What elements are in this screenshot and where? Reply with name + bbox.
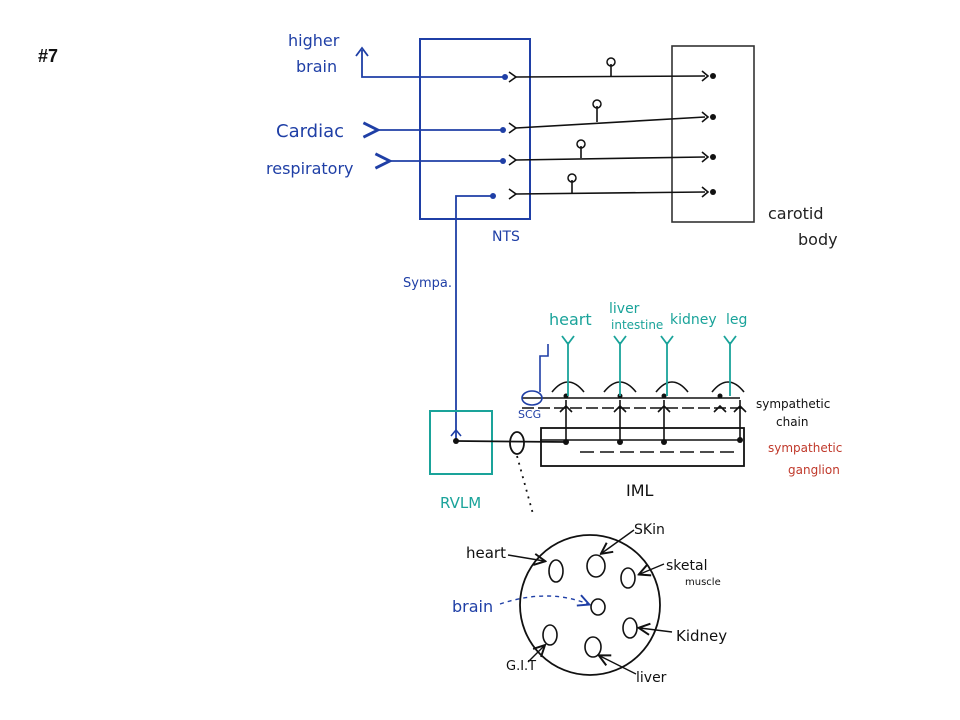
sympathetic-chain-label-1: sympathetic	[756, 397, 830, 411]
fascicle-heart	[548, 559, 564, 583]
fascicle-liver	[584, 636, 602, 658]
nts-output-dots	[490, 74, 508, 199]
circle-muscle-label: muscle	[685, 577, 721, 588]
carotid-label: carotid	[768, 204, 824, 223]
carotid-body-box: carotid body	[671, 45, 838, 249]
higher-label: higher	[288, 31, 340, 50]
nts-outputs	[355, 46, 505, 440]
rvlm-label: RVLM	[440, 494, 481, 512]
circle-kidney-label: Kidney	[676, 627, 727, 645]
rvlm-box: RVLM	[429, 410, 493, 512]
nts-box: NTS	[419, 38, 531, 245]
cardiac-label: Cardiac	[276, 121, 344, 142]
heart-organ-label: heart	[549, 310, 592, 329]
intestine-organ-label: intestine	[611, 318, 663, 332]
sympa-label: Sympa.	[403, 276, 452, 291]
liver-organ-label: liver	[609, 301, 640, 317]
iml-box: IML	[540, 427, 745, 500]
kidney-organ-label: kidney	[670, 312, 717, 328]
circle-git-label: G.I.T	[506, 659, 536, 674]
circle-liver-label: liver	[636, 670, 667, 686]
brain-top-label: brain	[296, 57, 337, 76]
circle-heart-label: heart	[466, 544, 506, 562]
fascicle-brain	[590, 598, 606, 616]
fascicle-skin	[586, 554, 606, 578]
sympathetic-ganglion-label-2: ganglion	[788, 463, 840, 477]
postganglionic-fibres	[561, 335, 737, 396]
circle-sketal-label: sketal	[666, 558, 707, 574]
afferent-dots	[567, 57, 716, 195]
circle-brain-label: brain	[452, 597, 493, 616]
sympathetic-chain-label-2: chain	[776, 415, 809, 429]
afferent-fibres	[508, 64, 710, 200]
nts-label: NTS	[492, 229, 520, 245]
fascicle-kidney	[622, 617, 638, 639]
scg-label: SCG	[518, 408, 541, 421]
circle-skin-label: SKin	[634, 522, 665, 538]
fascicle-git	[542, 624, 558, 646]
leg-organ-label: leg	[726, 312, 747, 328]
iml-label: IML	[626, 481, 654, 500]
fascicle-skeletal-muscle	[620, 567, 636, 589]
respiratory-label: respiratory	[266, 159, 354, 178]
body-label: body	[798, 230, 838, 249]
chain-dots	[563, 393, 743, 445]
sympathetic-ganglion-label-1: sympathetic	[768, 441, 842, 455]
nerve-cross-section	[499, 529, 673, 676]
rvlm-iml-axon	[455, 431, 567, 515]
scg-ganglion: SCG	[518, 344, 549, 421]
sympathetic-chain	[522, 381, 747, 453]
slide-number: #7	[38, 46, 58, 66]
